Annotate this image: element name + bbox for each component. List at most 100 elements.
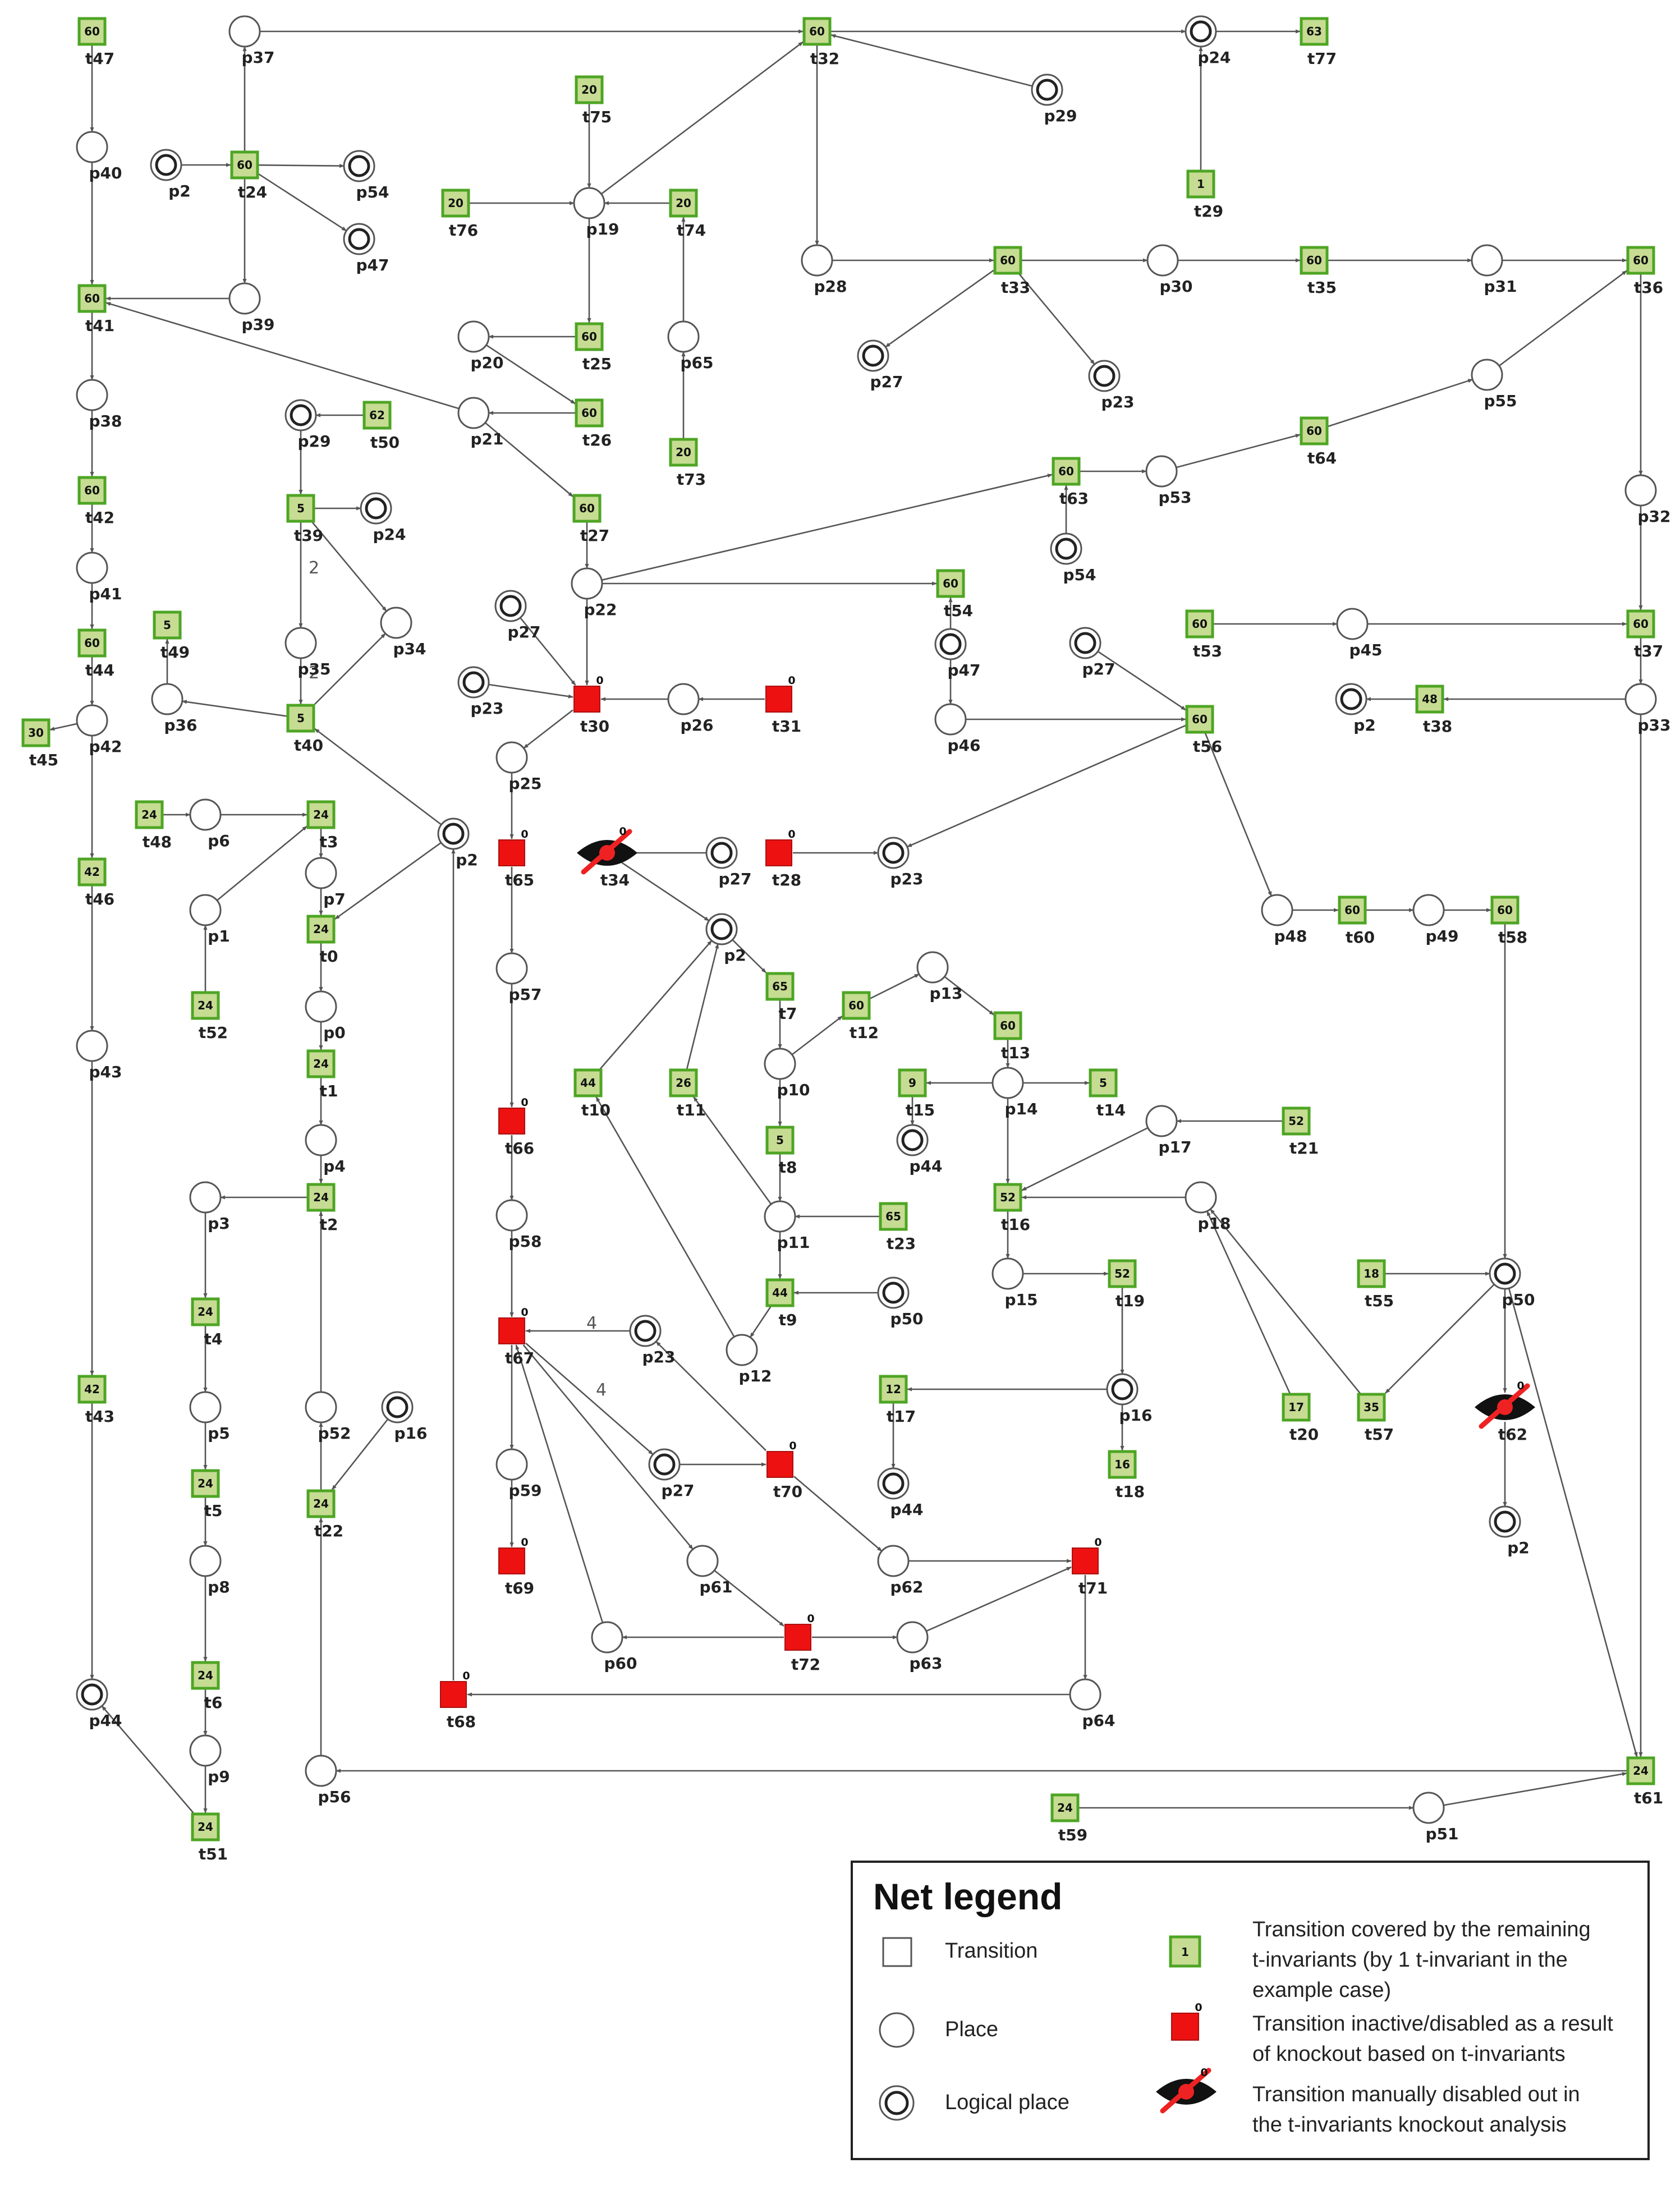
- place-p27[interactable]: p27: [857, 339, 903, 391]
- place-p44[interactable]: p44: [896, 1124, 943, 1175]
- place-p2[interactable]: p2: [705, 913, 746, 965]
- place-p42[interactable]: p42: [76, 704, 122, 756]
- place-p32[interactable]: p32: [1624, 474, 1671, 526]
- place-p39[interactable]: p39: [228, 282, 275, 334]
- place-p29[interactable]: p29: [1031, 74, 1077, 125]
- place-p34[interactable]: p34: [380, 607, 426, 658]
- place-p23[interactable]: p23: [1088, 360, 1135, 411]
- place-p27[interactable]: p27: [705, 837, 752, 888]
- place-p48[interactable]: p48: [1261, 894, 1307, 945]
- place-p62[interactable]: p62: [877, 1545, 924, 1596]
- place-p50[interactable]: p50: [1489, 1257, 1535, 1309]
- place-p19[interactable]: p19: [573, 187, 619, 238]
- place-p27[interactable]: p27: [1069, 627, 1116, 678]
- place-p7[interactable]: p7: [305, 857, 346, 908]
- place-p36[interactable]: p36: [151, 683, 198, 734]
- place-p8[interactable]: p8: [189, 1545, 230, 1596]
- place-p2[interactable]: p2: [150, 149, 191, 200]
- place-p38[interactable]: p38: [76, 379, 122, 430]
- place-p2[interactable]: p2: [1335, 683, 1376, 734]
- place-p24[interactable]: p24: [360, 492, 406, 544]
- place-p0[interactable]: p0: [305, 990, 346, 1042]
- place-p41[interactable]: p41: [76, 552, 122, 603]
- place-p50[interactable]: p50: [877, 1276, 924, 1328]
- place-p13[interactable]: p13: [916, 951, 963, 1003]
- place-p23[interactable]: p23: [877, 837, 924, 888]
- place-p40[interactable]: p40: [76, 131, 122, 182]
- place-p1[interactable]: p1: [189, 894, 230, 945]
- place-p45[interactable]: p45: [1336, 608, 1383, 659]
- place-p37[interactable]: p37: [228, 15, 275, 67]
- place-p3[interactable]: p3: [189, 1181, 230, 1233]
- place-p16[interactable]: p16: [381, 1391, 428, 1443]
- place-p23[interactable]: p23: [457, 666, 504, 718]
- place-p10[interactable]: p10: [764, 1048, 810, 1099]
- place-p15[interactable]: p15: [992, 1257, 1038, 1309]
- place-p23[interactable]: p23: [629, 1315, 676, 1366]
- place-p52[interactable]: p52: [305, 1391, 351, 1443]
- place-p56[interactable]: p56: [305, 1755, 351, 1806]
- place-p29[interactable]: p29: [284, 399, 331, 451]
- place-p54[interactable]: p54: [343, 150, 389, 201]
- place-p57[interactable]: p57: [495, 952, 542, 1004]
- place-p46[interactable]: p46: [934, 703, 981, 755]
- place-p28[interactable]: p28: [801, 244, 847, 296]
- place-p47[interactable]: p47: [934, 628, 981, 679]
- place-p61[interactable]: p61: [686, 1545, 733, 1596]
- place-p21[interactable]: p21: [457, 397, 504, 448]
- place-p6[interactable]: p6: [189, 798, 230, 850]
- place-p55[interactable]: p55: [1471, 359, 1517, 410]
- place-p22[interactable]: p22: [571, 567, 617, 619]
- place-p47[interactable]: p47: [343, 223, 389, 274]
- place-p43[interactable]: p43: [76, 1030, 122, 1081]
- place-p20[interactable]: p20: [457, 320, 504, 372]
